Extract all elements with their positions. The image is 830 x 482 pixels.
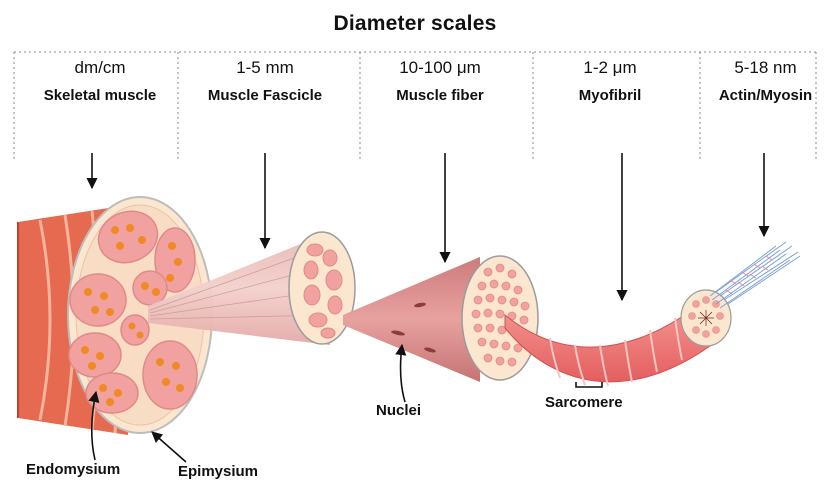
nuclei-label: Nuclei [376,402,421,419]
muscle-fiber-illustration [462,256,538,380]
myofibril-illustration [505,290,731,386]
actin-myosin-filaments [710,242,800,308]
sarcomere-label: Sarcomere [545,394,623,411]
fascicle-illustration [289,232,355,344]
sarcomere-bracket [576,382,602,387]
endomysium-label: Endomysium [26,461,120,478]
fiber-cone [343,257,480,382]
epimysium-label: Epimysium [178,463,258,480]
column-dividers [14,52,816,162]
nuclei-arrow [401,345,405,402]
filament-cross-section [698,310,714,326]
epimysium-arrow [152,432,186,462]
